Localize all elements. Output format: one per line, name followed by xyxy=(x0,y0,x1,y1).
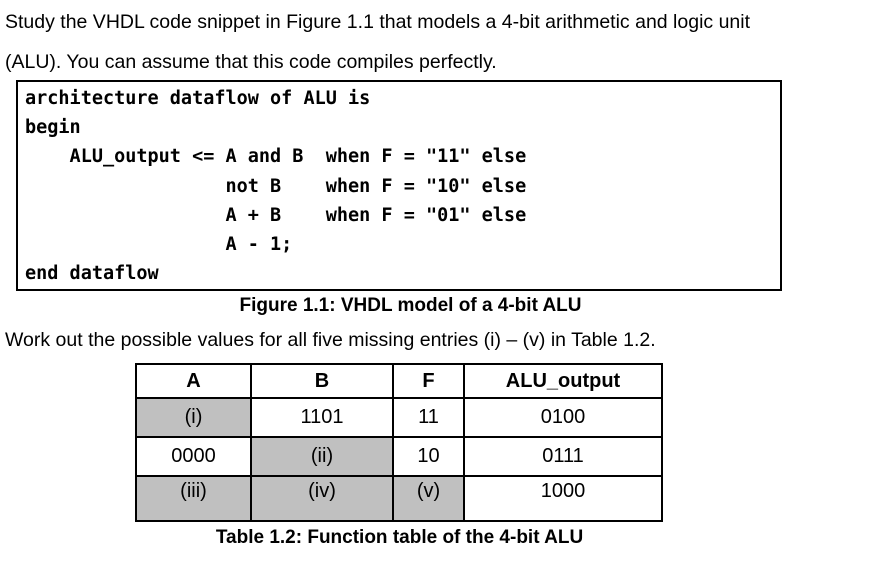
code-line: architecture dataflow of ALU is xyxy=(25,88,371,109)
intro-line-1: Study the VHDL code snippet in Figure 1.… xyxy=(5,11,751,33)
table-row: (i) 1101 11 0100 xyxy=(135,397,663,438)
table-cell: (ii) xyxy=(250,436,394,477)
table-cell: 0000 xyxy=(135,436,252,477)
table-header-a: A xyxy=(135,363,252,399)
table-cell: 0111 xyxy=(463,436,663,477)
table-row: (iii) (iv) (v) 1000 xyxy=(135,475,663,522)
code-line: begin xyxy=(25,117,81,139)
table-cell: (v) xyxy=(392,475,465,522)
code-line: ALU_output <= A and B when F = "11" else xyxy=(25,146,527,168)
table-header-f: F xyxy=(392,363,465,399)
code-line: not B when F = "10" else xyxy=(25,175,527,197)
instruction-text: Work out the possible values for all fiv… xyxy=(5,329,656,351)
intro-line-2: (ALU). You can assume that this code com… xyxy=(5,51,497,73)
vhdl-code-figure: architecture dataflow of ALU is begin AL… xyxy=(16,80,782,291)
table-cell: (i) xyxy=(135,397,252,438)
table-caption: Table 1.2: Function table of the 4-bit A… xyxy=(215,527,584,548)
table-header-row: A B F ALU_output xyxy=(135,363,663,399)
table-cell: (iv) xyxy=(250,475,394,522)
code-line: end dataflow xyxy=(25,263,159,285)
code-line: A - 1; xyxy=(25,234,293,256)
code-line: A + B when F = "01" else xyxy=(25,204,527,226)
table-cell: 11 xyxy=(392,397,465,438)
table-header-output: ALU_output xyxy=(463,363,663,399)
intro-text: Study the VHDL code snippet in Figure 1.… xyxy=(5,2,875,82)
figure-caption: Figure 1.1: VHDL model of a 4-bit ALU xyxy=(239,295,582,316)
table-cell: (iii) xyxy=(135,475,252,522)
table-cell: 0100 xyxy=(463,397,663,438)
table-cell: 10 xyxy=(392,436,465,477)
table-cell: 1101 xyxy=(250,397,394,438)
function-table: A B F ALU_output (i) 1101 11 0100 0000 (… xyxy=(135,363,663,522)
table-header-b: B xyxy=(250,363,394,399)
table-row: 0000 (ii) 10 0111 xyxy=(135,436,663,477)
table-cell: 1000 xyxy=(463,475,663,522)
